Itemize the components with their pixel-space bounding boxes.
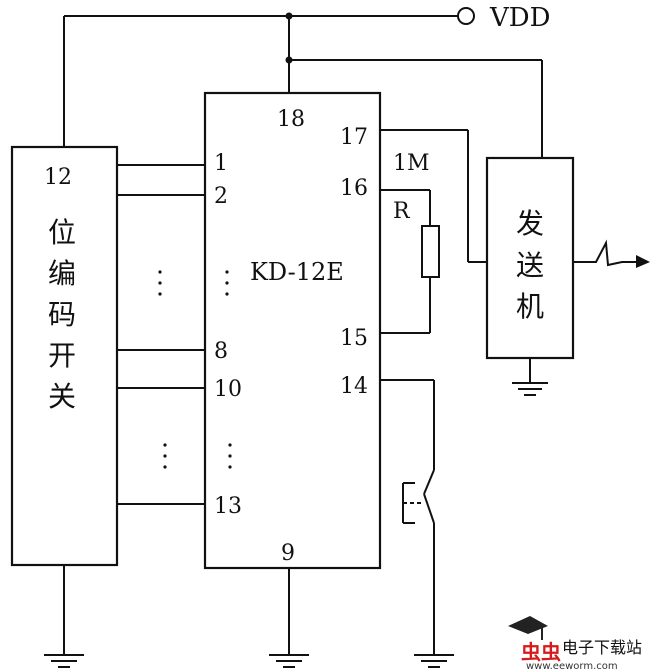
switch-block-title: 位 编 码 开 关: [48, 216, 76, 413]
switch-char: 位: [48, 216, 76, 249]
ground-symbol-switch: [44, 654, 84, 668]
pin-label-12: 12: [44, 165, 72, 190]
ground-symbol-chip: [269, 654, 309, 668]
dip-switch-block: [10, 145, 119, 567]
pin-label-15: 15: [340, 326, 368, 351]
transmitter-title: 发 送 机: [516, 207, 544, 323]
tx-char: 机: [516, 290, 544, 323]
svg-text:虫虫: 虫虫: [521, 640, 561, 664]
resistor-value: 1M: [393, 151, 430, 176]
watermark-brand: 电子下载站: [562, 638, 642, 657]
pin-label-16: 16: [340, 176, 368, 201]
resistor: [421, 225, 440, 278]
pin-label-17: 17: [340, 125, 368, 150]
watermark: 虫虫 电子下载站 www.eeworm.com: [508, 616, 642, 672]
switch-char: 关: [48, 380, 76, 413]
pin-label-9: 9: [281, 541, 295, 566]
switch-char: 开: [48, 339, 76, 372]
ground-symbol-transmitter: [512, 382, 548, 396]
pin-label-13: 13: [214, 494, 242, 519]
chip-name: KD-12E: [250, 258, 344, 286]
wires: [63, 12, 543, 655]
ellipsis-dots: [158, 270, 232, 469]
watermark-logo: 虫虫: [508, 616, 561, 664]
transmitter-block: [485, 156, 575, 360]
pin-label-10: 10: [214, 377, 242, 402]
ground-symbol-button: [414, 654, 454, 668]
switch-char: 编: [48, 257, 76, 290]
pin-label-14: 14: [340, 374, 368, 399]
pin-label-18: 18: [277, 107, 305, 132]
rf-output-icon: [573, 239, 650, 268]
chip-pins: 18 1 2 8 10 13 17 16 15 14 9: [214, 107, 368, 566]
tx-char: 送: [516, 249, 544, 282]
vdd-label: VDD: [489, 3, 550, 33]
resistor-name: R: [393, 199, 411, 224]
switch-char: 码: [48, 298, 76, 331]
push-button-switch: [402, 469, 435, 524]
watermark-url: www.eeworm.com: [526, 661, 618, 672]
tx-char: 发: [516, 207, 544, 240]
pin-label-2: 2: [214, 184, 228, 209]
pin-label-1: 1: [214, 151, 228, 176]
ic-chip: [203, 91, 382, 570]
vdd-terminal: [457, 7, 475, 25]
pin-label-8: 8: [214, 339, 228, 364]
